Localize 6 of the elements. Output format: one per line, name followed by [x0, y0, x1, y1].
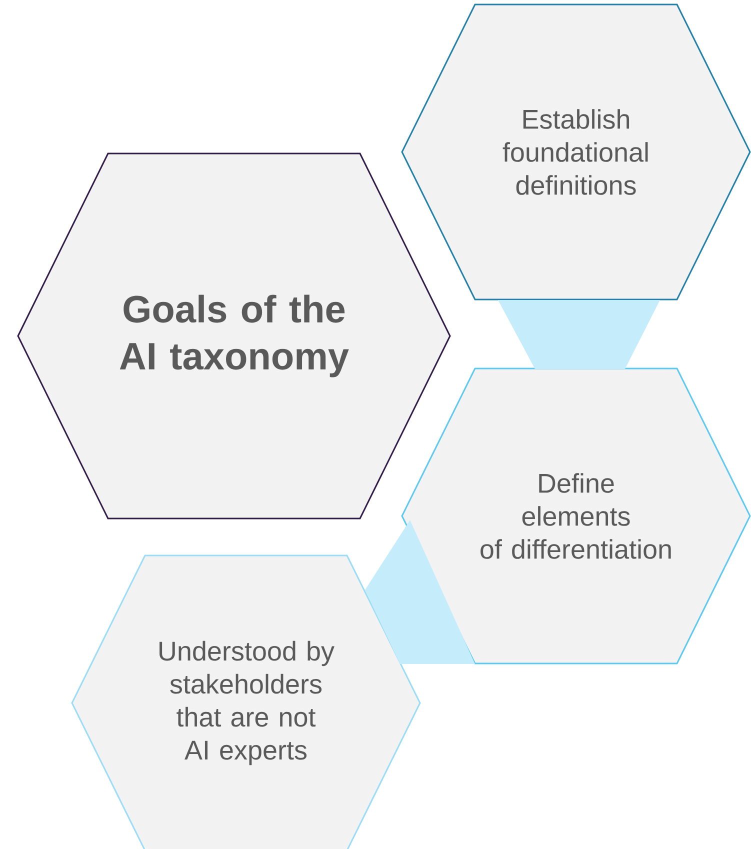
hexagon: Establish foundational definitions — [401, 4, 751, 300]
hexagon: Goals of the AI taxonomy — [17, 152, 451, 520]
connector-band — [365, 520, 475, 664]
connector-band — [498, 300, 660, 369]
hexagon: Define elements of differentiation — [401, 368, 751, 664]
hexagon: Understood by stakeholders that are not AI experts — [71, 554, 421, 849]
